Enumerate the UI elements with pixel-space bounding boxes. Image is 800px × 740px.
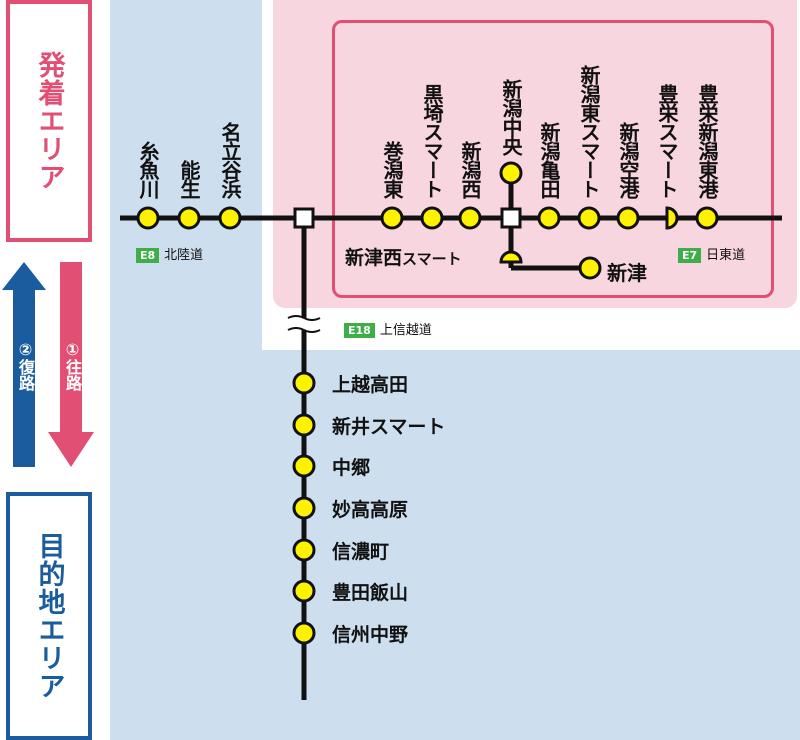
station-niigatanishi: [458, 206, 482, 230]
station-toyotaiiyama: [292, 579, 316, 603]
label-makigatahigashi: 巻潟東: [380, 141, 404, 198]
label-toyosakaeniigatahigashiko: 豊栄新潟東港: [695, 84, 719, 198]
station-makigatahigashi: [380, 206, 404, 230]
label-niitsu: 新津: [607, 261, 647, 285]
station-toyosakaeniigatahigashiko: [695, 206, 719, 230]
road-nihonkai-tohoku: E7 日東道: [678, 244, 745, 263]
station-myokokogen: [292, 496, 316, 520]
break-mark: [287, 315, 321, 321]
station-araismart: [292, 413, 316, 437]
label-nou: 能生: [177, 160, 201, 198]
road-code-e8: E8: [136, 248, 160, 263]
road-name-nihonkai-tohoku: 日東道: [706, 248, 746, 263]
label-niigatachuo: 新潟中央: [499, 79, 523, 155]
road-joshinetsu: E18 上信越道: [344, 319, 432, 338]
label-kurosakismart: 黒埼スマート: [420, 84, 444, 198]
station-nadachi: [218, 206, 242, 230]
station-nakago: [292, 454, 316, 478]
niigata-area-frame: [332, 20, 774, 298]
niitsunishi-suffix: スマート: [402, 250, 462, 268]
label-niigatakameda: 新潟亀田: [537, 122, 561, 198]
departure-area-background: [273, 0, 797, 308]
label-myokokogen: 妙高高原: [332, 499, 409, 521]
return-arrow: [2, 262, 46, 467]
label-nadachi: 名立谷浜: [218, 122, 242, 198]
label-araismart: 新井スマート: [332, 416, 446, 438]
label-niitsunishismart: 新津西スマート: [345, 243, 462, 270]
departure-area-box: 発着エリア: [6, 0, 92, 242]
label-shinanomachi: 信濃町: [332, 541, 390, 563]
label-toyotaiiyama: 豊田飯山: [332, 582, 409, 604]
road-hokuriku: E8 北陸道: [136, 244, 203, 263]
road-code-e18: E18: [344, 323, 375, 338]
label-joetsutakada: 上越高田: [332, 374, 409, 396]
label-niigatakuko: 新潟空港: [616, 122, 640, 198]
road-name-hokuriku: 北陸道: [164, 248, 204, 263]
departure-area-label: 発着エリア: [33, 51, 65, 191]
road-name-joshinetsu: 上信越道: [379, 323, 432, 338]
direction-arrows: [2, 262, 94, 467]
station-niigatahigashismart: [577, 206, 601, 230]
return-label: ②復路: [16, 340, 35, 391]
station-shinshunakano: [292, 621, 316, 645]
destination-area-box: 目的地エリア: [6, 492, 92, 740]
label-toyosakaesmart: 豊栄スマート: [655, 84, 679, 198]
label-niigatahigashismart: 新潟東スマート: [577, 65, 601, 198]
label-nakago: 中郷: [332, 457, 371, 479]
station-joetsutakada: [292, 371, 316, 395]
junction-niigatachuo: [500, 207, 522, 229]
niitsunishi-main: 新津西: [345, 247, 403, 269]
station-toyosakaesmart: [665, 206, 679, 230]
break-mark: [287, 327, 321, 333]
station-shinanomachi: [292, 538, 316, 562]
station-niitsu: [578, 256, 602, 280]
label-niigatanishi: 新潟西: [458, 141, 482, 198]
label-shinshunakano: 信州中野: [332, 624, 409, 646]
station-niigatakameda: [537, 206, 561, 230]
station-niigatachuo: [499, 161, 523, 185]
station-kurosakismart: [420, 206, 444, 230]
label-itoigawa: 糸魚川: [136, 141, 160, 198]
road-code-e7: E7: [678, 248, 702, 263]
station-niigatakuko: [616, 206, 640, 230]
outbound-label: ①往路: [63, 340, 82, 391]
station-nou: [177, 206, 201, 230]
station-itoigawa: [136, 206, 160, 230]
destination-area-label: 目的地エリア: [33, 532, 65, 700]
junction-joetsu: [293, 207, 315, 229]
station-niitsunishismart: [499, 250, 523, 264]
outbound-arrow: [48, 262, 94, 467]
